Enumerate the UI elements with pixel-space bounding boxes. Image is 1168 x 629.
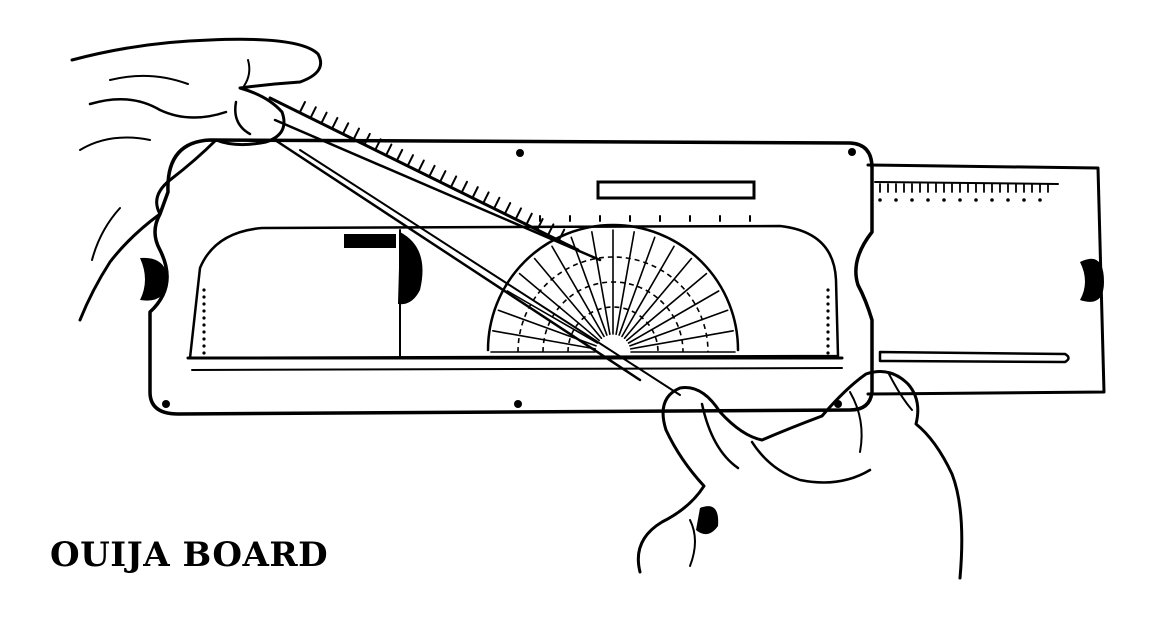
arm-scale-ticks: [299, 101, 566, 241]
slider-grip: [1080, 258, 1104, 302]
protractor-dial: [486, 223, 740, 353]
left-hand: [70, 37, 323, 322]
board-outline: [140, 138, 874, 416]
caption-label: OUIJA BOARD: [50, 535, 329, 575]
rotating-arm: [268, 96, 681, 396]
sliding-rule: [866, 163, 1106, 396]
window-scale-ticks: [202, 215, 830, 355]
left-grip: [140, 257, 168, 301]
right-hand: [636, 370, 964, 580]
slider-scale-ticks: [878, 183, 1049, 202]
